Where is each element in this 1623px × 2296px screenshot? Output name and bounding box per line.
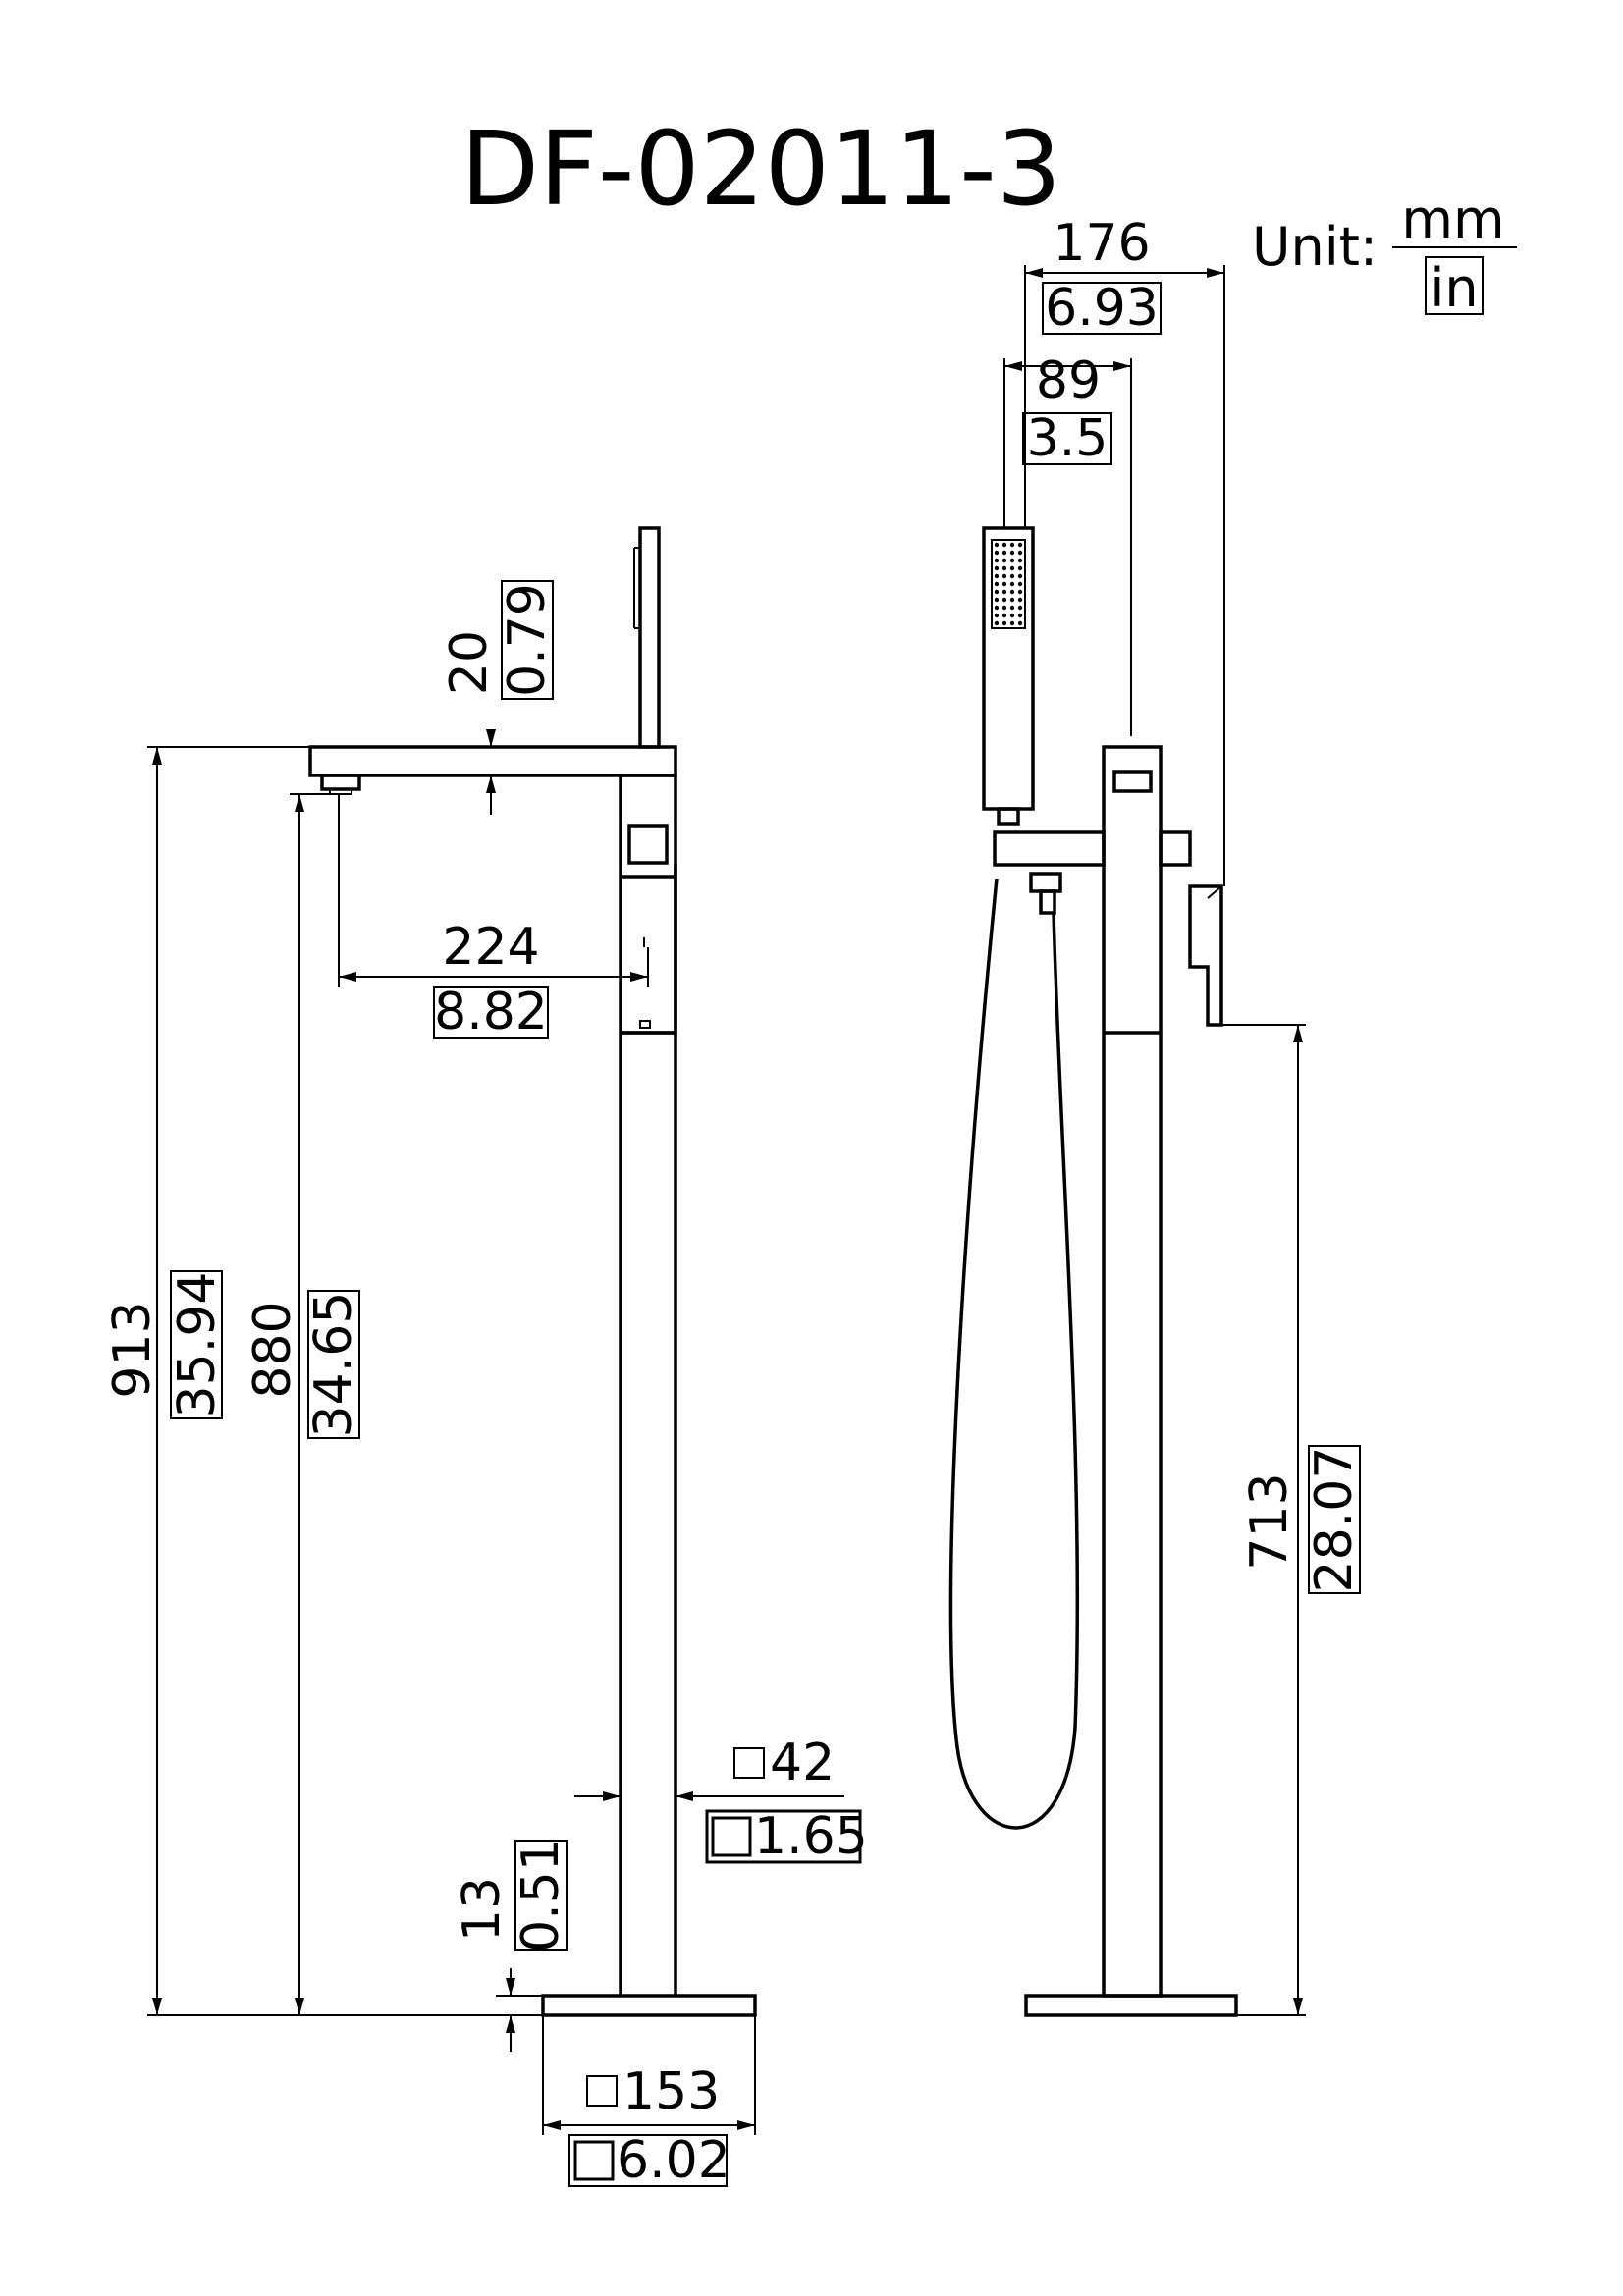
spray-nozzle <box>994 589 1000 595</box>
spout <box>308 745 677 777</box>
lever-handle <box>1188 884 1223 1027</box>
dim-offset-in: 3.5 <box>1027 409 1109 468</box>
spray-nozzle <box>1009 597 1015 603</box>
spray-nozzle <box>1001 613 1007 618</box>
spray-nozzle <box>1017 613 1023 618</box>
unit-legend: Unit: mm in <box>1252 188 1517 319</box>
spray-nozzle <box>1001 565 1007 571</box>
spray-nozzle <box>994 558 1000 563</box>
dim-top-width-in: 6.93 <box>1045 279 1159 338</box>
spray-nozzle <box>1001 597 1007 603</box>
spray-nozzle <box>1001 558 1007 563</box>
dim-total-height-in: 35.94 <box>168 1272 227 1418</box>
dim-lever-height-mm: 713 <box>1240 1472 1299 1570</box>
spray-nozzle <box>994 620 1000 626</box>
mixer-body <box>619 774 677 1035</box>
spray-nozzle <box>1017 558 1023 563</box>
dim-column-size-mm: 42 <box>770 1734 835 1792</box>
spray-nozzle <box>994 581 1000 587</box>
spray-nozzle <box>1017 581 1023 587</box>
unit-label: Unit: <box>1252 216 1378 278</box>
column-front <box>1102 745 1163 1998</box>
model-title: DF-02011-3 <box>460 109 1061 229</box>
spray-nozzle <box>994 573 1000 579</box>
dim-base-size-mm: 153 <box>622 2062 720 2121</box>
spray-nozzle <box>1017 589 1023 595</box>
dim-base-thickness-mm: 13 <box>453 1877 512 1942</box>
dim-spout-height-mm: 880 <box>243 1301 302 1398</box>
spray-nozzle <box>994 550 1000 556</box>
dim-total-height-mm: 913 <box>103 1301 162 1398</box>
spray-nozzle <box>994 597 1000 603</box>
dim-base-size-in: 6.02 <box>617 2131 730 2190</box>
spray-nozzle <box>1009 573 1015 579</box>
spray-nozzle <box>1017 597 1023 603</box>
spray-nozzle <box>1017 573 1023 579</box>
dim-spout-reach-mm: 224 <box>442 918 539 977</box>
spray-nozzle <box>1017 550 1023 556</box>
base-plate-front <box>1024 1994 1238 2017</box>
hand-shower-side <box>638 526 661 749</box>
spray-nozzle <box>994 605 1000 611</box>
hose <box>948 878 1080 1830</box>
dim-spout-reach-in: 8.82 <box>434 983 548 1041</box>
dim-lever-height-in: 28.07 <box>1305 1447 1364 1593</box>
spray-nozzle <box>1001 605 1007 611</box>
unit-primary: mm <box>1401 188 1504 250</box>
dimension-lines: 176 6.93 89 3.5 20 0.79 224 8.82 <box>103 214 1364 2190</box>
spray-nozzle <box>1009 581 1015 587</box>
spray-nozzle <box>1001 542 1007 548</box>
spray-nozzle <box>1001 589 1007 595</box>
spray-nozzle <box>1009 558 1015 563</box>
spray-nozzle <box>994 565 1000 571</box>
right-view <box>948 526 1238 2017</box>
spray-nozzle <box>1017 565 1023 571</box>
spray-nozzle <box>1001 581 1007 587</box>
base-plate <box>541 1994 757 2017</box>
dim-offset-mm: 89 <box>1036 351 1101 410</box>
spray-nozzle <box>994 542 1000 548</box>
spray-nozzle <box>1001 573 1007 579</box>
dim-spout-thickness-in: 0.79 <box>498 583 557 697</box>
spray-nozzle <box>1017 620 1023 626</box>
spray-nozzle <box>1009 613 1015 618</box>
spray-nozzle <box>1009 589 1015 595</box>
spray-nozzle <box>1009 542 1015 548</box>
spray-nozzle <box>1009 620 1015 626</box>
dim-spout-thickness-mm: 20 <box>440 630 499 695</box>
dim-spout-height-in: 34.65 <box>304 1292 363 1438</box>
dim-base-thickness-in: 0.51 <box>512 1839 570 1952</box>
spray-nozzle <box>1001 550 1007 556</box>
unit-secondary: in <box>1430 257 1478 319</box>
spray-nozzle <box>1009 565 1015 571</box>
left-view <box>308 526 757 2017</box>
spray-nozzle <box>994 613 1000 618</box>
dim-column-size-in: 1.65 <box>754 1807 868 1866</box>
spray-nozzle <box>1009 605 1015 611</box>
spray-nozzle <box>1009 550 1015 556</box>
spray-nozzle <box>1017 605 1023 611</box>
dim-top-width-mm: 176 <box>1053 214 1150 273</box>
spray-nozzle <box>1017 542 1023 548</box>
spray-nozzle <box>1001 620 1007 626</box>
